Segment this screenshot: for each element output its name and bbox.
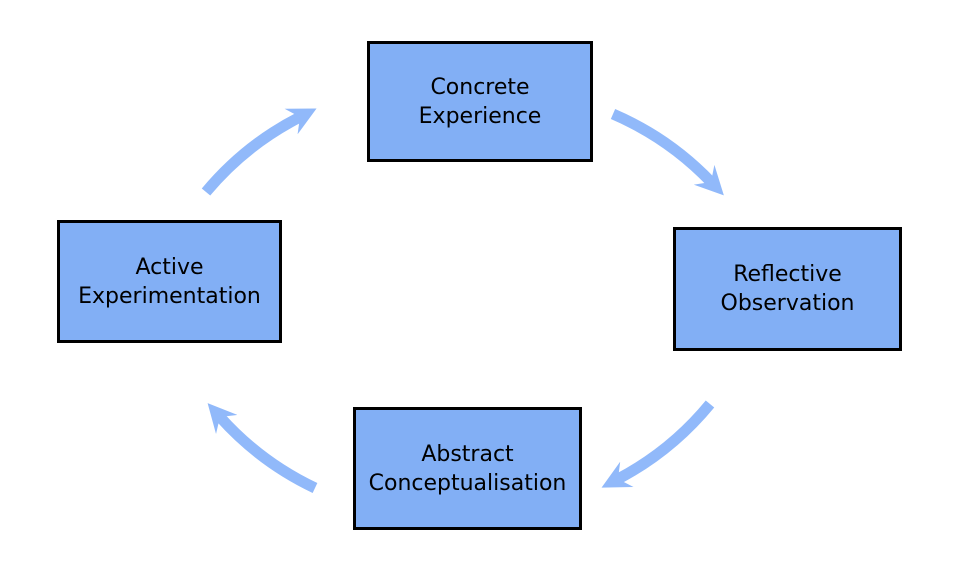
node-label-line: Experimentation bbox=[78, 283, 261, 309]
node-abstract-conceptualisation: Abstract Conceptualisation bbox=[353, 407, 582, 530]
node-label-line: Concrete bbox=[430, 74, 530, 100]
node-label-line: Conceptualisation bbox=[368, 470, 567, 496]
arrow-reflective-to-abstract bbox=[601, 400, 715, 488]
arrow-abstract-to-active bbox=[207, 403, 318, 493]
node-concrete-experience: Concrete Experience bbox=[367, 41, 593, 162]
node-label-line: Abstract bbox=[421, 441, 514, 467]
node-label-line: Experience bbox=[418, 103, 542, 129]
node-label-line: Observation bbox=[720, 291, 855, 316]
arrow-active-to-concrete bbox=[201, 108, 317, 196]
node-active-experimentation: Active Experimentation bbox=[57, 220, 282, 343]
node-label-line: Active bbox=[135, 254, 204, 280]
arrow-concrete-to-reflective bbox=[610, 108, 724, 196]
node-label-line: Reflective bbox=[733, 262, 842, 287]
node-reflective-observation: Reflective Observation bbox=[673, 227, 902, 351]
